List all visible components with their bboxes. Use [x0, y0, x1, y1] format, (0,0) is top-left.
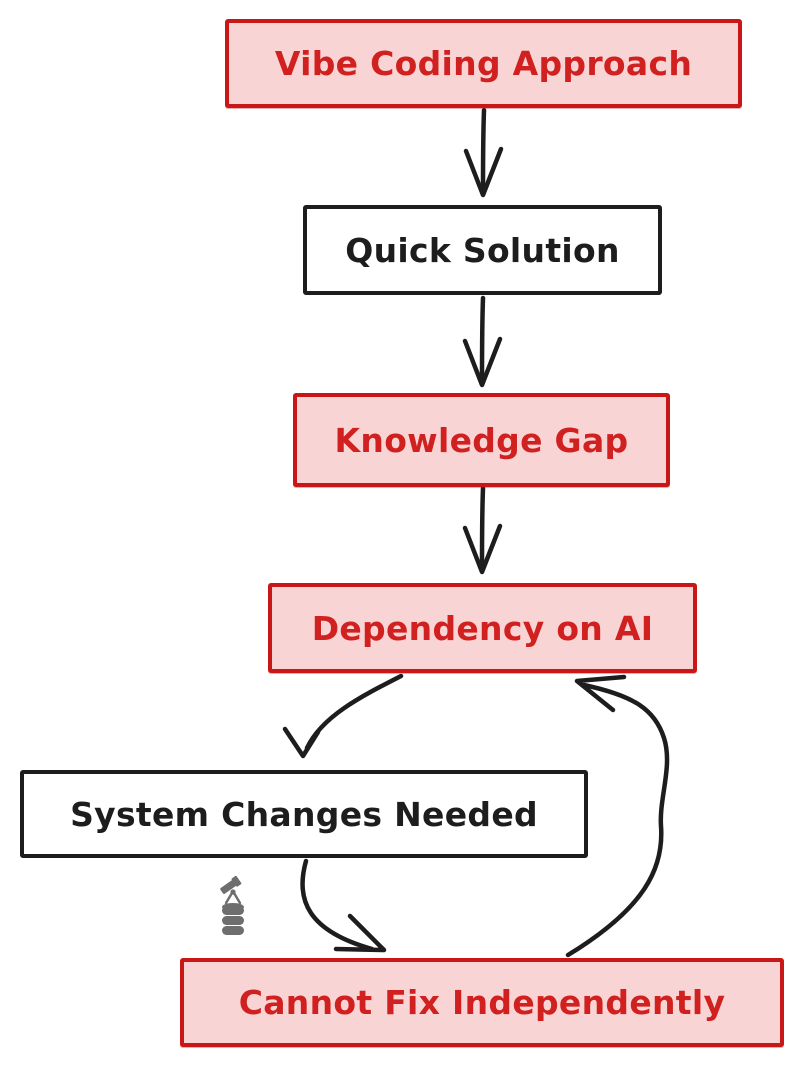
arrow-dependency-to-system: [282, 673, 404, 759]
node-label: Dependency on AI: [311, 608, 654, 648]
arrow-knowledge-to-dependency: [462, 485, 503, 575]
arrow-cannot-to-dependency: [565, 674, 670, 958]
node-label: System Changes Needed: [70, 794, 538, 834]
node-knowledge-gap: Knowledge Gap: [293, 393, 670, 487]
arrow-quick-to-knowledge: [462, 295, 503, 388]
node-label: Quick Solution: [345, 230, 620, 270]
node-label: Vibe Coding Approach: [274, 44, 693, 83]
node-vibe-coding-approach: Vibe Coding Approach: [225, 19, 742, 108]
arrow-vibe-to-quick: [463, 107, 504, 198]
node-system-changes-needed: System Changes Needed: [20, 770, 588, 858]
node-label: Cannot Fix Independently: [238, 983, 726, 1022]
node-quick-solution: Quick Solution: [303, 205, 662, 295]
telescope-database-icon: [216, 875, 250, 940]
node-cannot-fix-independently: Cannot Fix Independently: [180, 958, 784, 1047]
node-dependency-on-ai: Dependency on AI: [268, 583, 697, 673]
arrow-system-to-cannot: [300, 858, 387, 953]
node-label: Knowledge Gap: [334, 420, 629, 460]
